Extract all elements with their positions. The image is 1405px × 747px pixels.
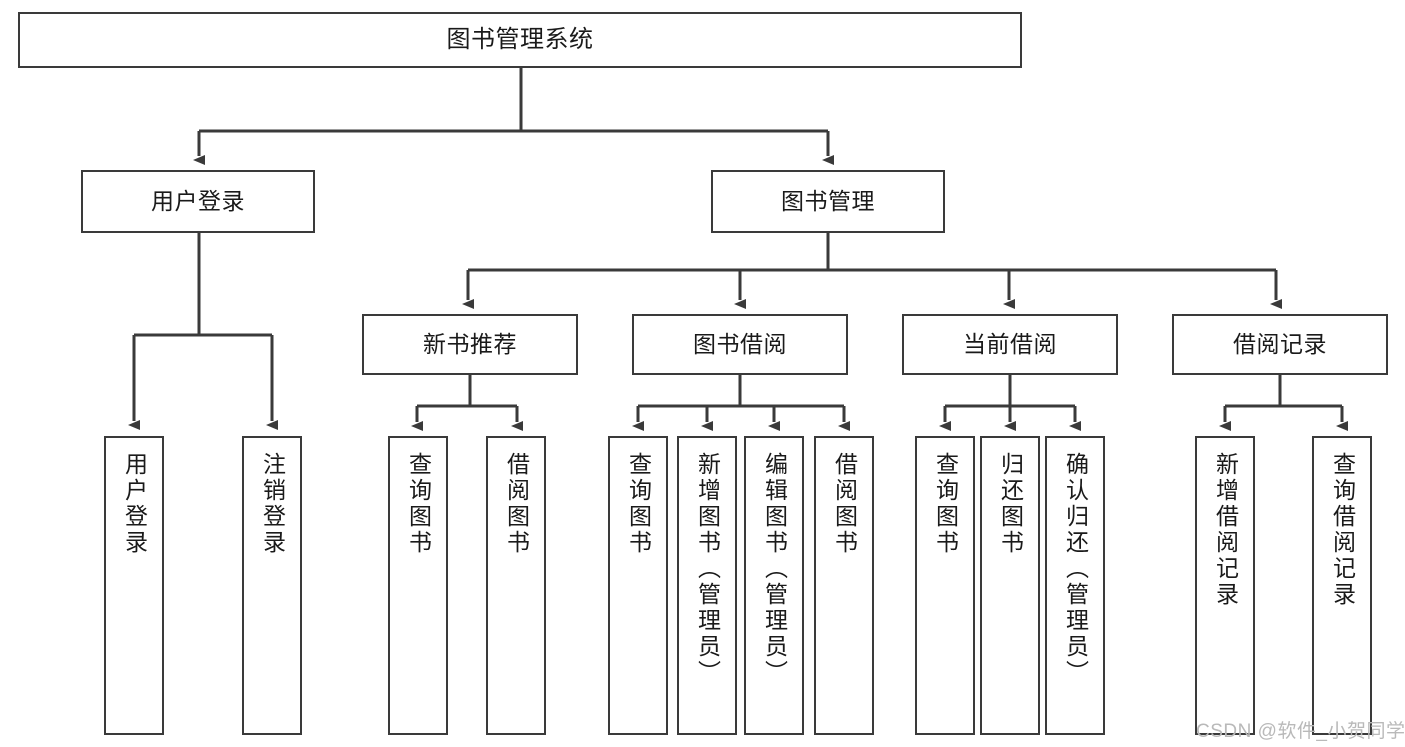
- node-book-borrow[interactable]: 图书借阅: [632, 314, 848, 375]
- node-label: 图书管理系统: [446, 25, 594, 53]
- node-label: 用户登录: [151, 187, 245, 214]
- node-leaf-add-borrow-record[interactable]: 新增借阅记录: [1195, 436, 1255, 735]
- node-label: 借阅记录: [1233, 330, 1327, 357]
- node-leaf-query-borrow-record[interactable]: 查询借阅记录: [1312, 436, 1372, 735]
- node-leaf-add-book-admin[interactable]: 新增图书（管理员）: [677, 436, 737, 735]
- node-leaf-query-book-recommend[interactable]: 查询图书: [388, 436, 448, 735]
- node-label: 查询借阅记录: [1329, 452, 1356, 608]
- node-label: 借阅图书: [831, 452, 858, 556]
- node-label: 用户登录: [121, 452, 148, 556]
- node-label: 图书借阅: [693, 330, 787, 357]
- node-user-login[interactable]: 用户登录: [81, 170, 315, 233]
- node-label: 查询图书: [932, 452, 959, 556]
- node-root-book-management-system[interactable]: 图书管理系统: [18, 12, 1022, 68]
- node-label: 当前借阅: [963, 330, 1057, 357]
- node-label: 新增图书（管理员）: [694, 452, 721, 686]
- node-label: 借阅图书: [503, 452, 530, 556]
- node-leaf-query-book-borrow[interactable]: 查询图书: [608, 436, 668, 735]
- node-leaf-query-book-current[interactable]: 查询图书: [915, 436, 975, 735]
- node-label: 新书推荐: [423, 330, 517, 357]
- node-label: 确认归还（管理员）: [1062, 452, 1089, 686]
- node-borrow-record[interactable]: 借阅记录: [1172, 314, 1388, 375]
- node-leaf-edit-book-admin[interactable]: 编辑图书（管理员）: [744, 436, 804, 735]
- node-leaf-borrow-book-recommend[interactable]: 借阅图书: [486, 436, 546, 735]
- node-leaf-user-login[interactable]: 用户登录: [104, 436, 164, 735]
- node-label: 归还图书: [997, 452, 1024, 556]
- node-leaf-return-book[interactable]: 归还图书: [980, 436, 1040, 735]
- node-book-management[interactable]: 图书管理: [711, 170, 945, 233]
- node-label: 新增借阅记录: [1212, 452, 1239, 608]
- node-label: 图书管理: [781, 187, 875, 214]
- node-label: 编辑图书（管理员）: [761, 452, 788, 686]
- node-leaf-confirm-return-admin[interactable]: 确认归还（管理员）: [1045, 436, 1105, 735]
- node-leaf-user-logout[interactable]: 注销登录: [242, 436, 302, 735]
- node-label: 查询图书: [625, 452, 652, 556]
- node-new-book-recommend[interactable]: 新书推荐: [362, 314, 578, 375]
- node-label: 注销登录: [259, 452, 286, 556]
- node-leaf-borrow-book[interactable]: 借阅图书: [814, 436, 874, 735]
- node-current-borrow[interactable]: 当前借阅: [902, 314, 1118, 375]
- watermark-text: CSDN @软件_小贺同学: [1196, 721, 1405, 742]
- node-label: 查询图书: [405, 452, 432, 556]
